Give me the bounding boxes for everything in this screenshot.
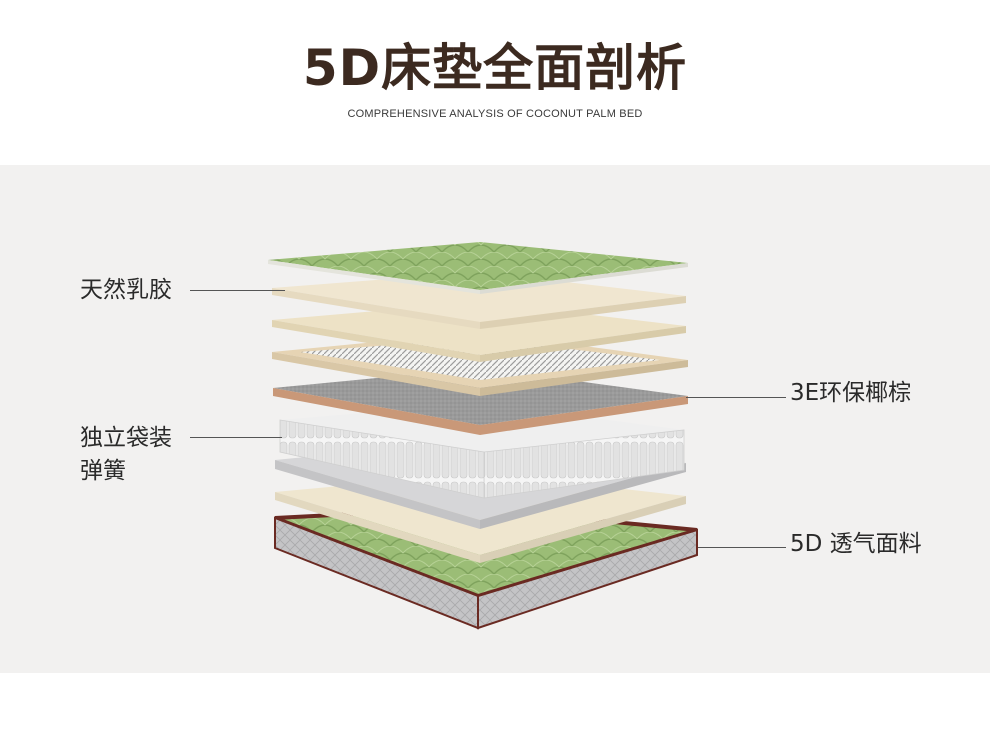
quilted-top-fabric [268,242,688,294]
page-subtitle: COMPREHENSIVE ANALYSIS OF COCONUT PALM B… [347,108,643,120]
label-fabric: 5D 透气面料 [790,531,922,557]
label-coir: 3E环保椰棕 [790,380,912,406]
label-spring-line1: 独立袋装 [80,425,172,451]
page-title: 5D床垫全面剖析 [302,39,688,97]
latex-layer-1 [272,272,686,329]
leader-line-fabric [698,547,786,548]
header: 5D床垫全面剖析 COMPREHENSIVE ANALYSIS OF COCON… [0,0,990,165]
label-spring-line2: 弹簧 [80,458,126,484]
leader-line-spring [190,437,282,438]
leader-line-latex [190,290,285,291]
coir-layer [273,368,688,435]
label-latex: 天然乳胶 [80,277,172,303]
leader-line-coir [686,397,786,398]
